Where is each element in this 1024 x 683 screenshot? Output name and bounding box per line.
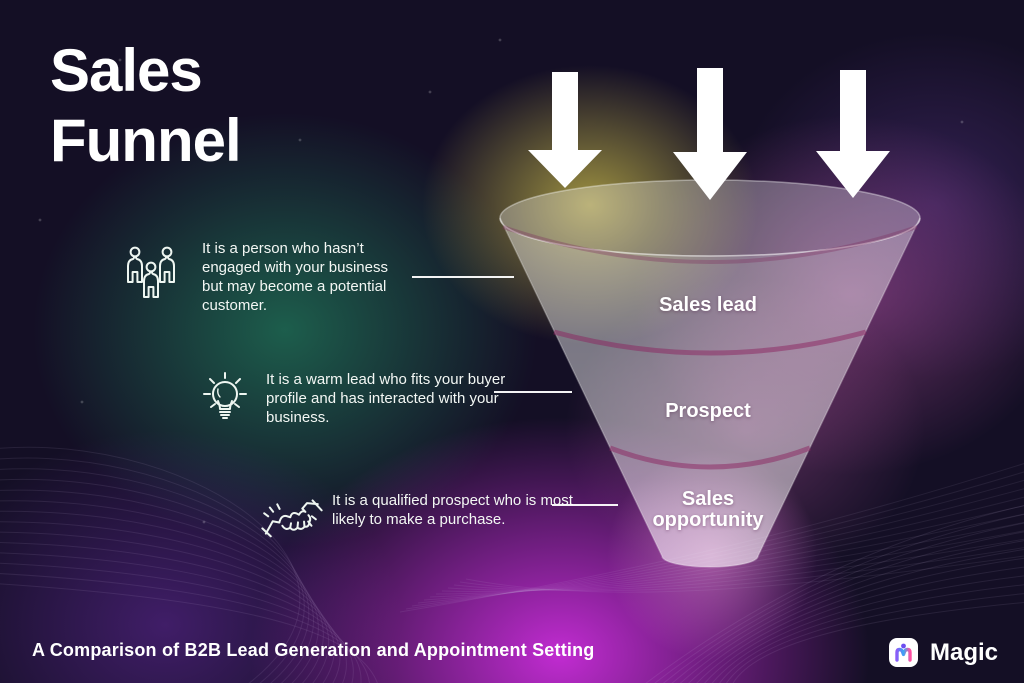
lightbulb-icon bbox=[203, 372, 247, 419]
connector-line bbox=[552, 504, 618, 506]
footer-caption: A Comparison of B2B Lead Generation and … bbox=[32, 640, 595, 660]
stage-description-sales-lead: It is a person who hasn’t engaged with y… bbox=[202, 240, 388, 314]
brand-name: Magic bbox=[930, 638, 999, 666]
brand-lockup: Magic bbox=[889, 638, 998, 667]
funnel-stage-label-sales-lead: Sales lead bbox=[659, 294, 757, 316]
stage-description-sales-opportunity: It is a qualified prospect who is most l… bbox=[332, 492, 573, 528]
connector-line bbox=[412, 276, 514, 278]
connector-line bbox=[494, 391, 572, 393]
title-line-1: Sales bbox=[50, 37, 203, 104]
funnel-stage-label-prospect: Prospect bbox=[665, 400, 751, 422]
magic-m-logo-icon bbox=[889, 638, 918, 667]
title-line-2: Funnel bbox=[50, 107, 242, 174]
funnel-stage-label-sales-opportunity: Sales opportunity bbox=[652, 488, 764, 531]
handshake-icon bbox=[261, 499, 323, 538]
stage-description-prospect: It is a warm lead who fits your buyer pr… bbox=[266, 371, 506, 426]
page-title: Sales Funnel bbox=[50, 36, 242, 176]
people-group-icon bbox=[127, 246, 175, 298]
